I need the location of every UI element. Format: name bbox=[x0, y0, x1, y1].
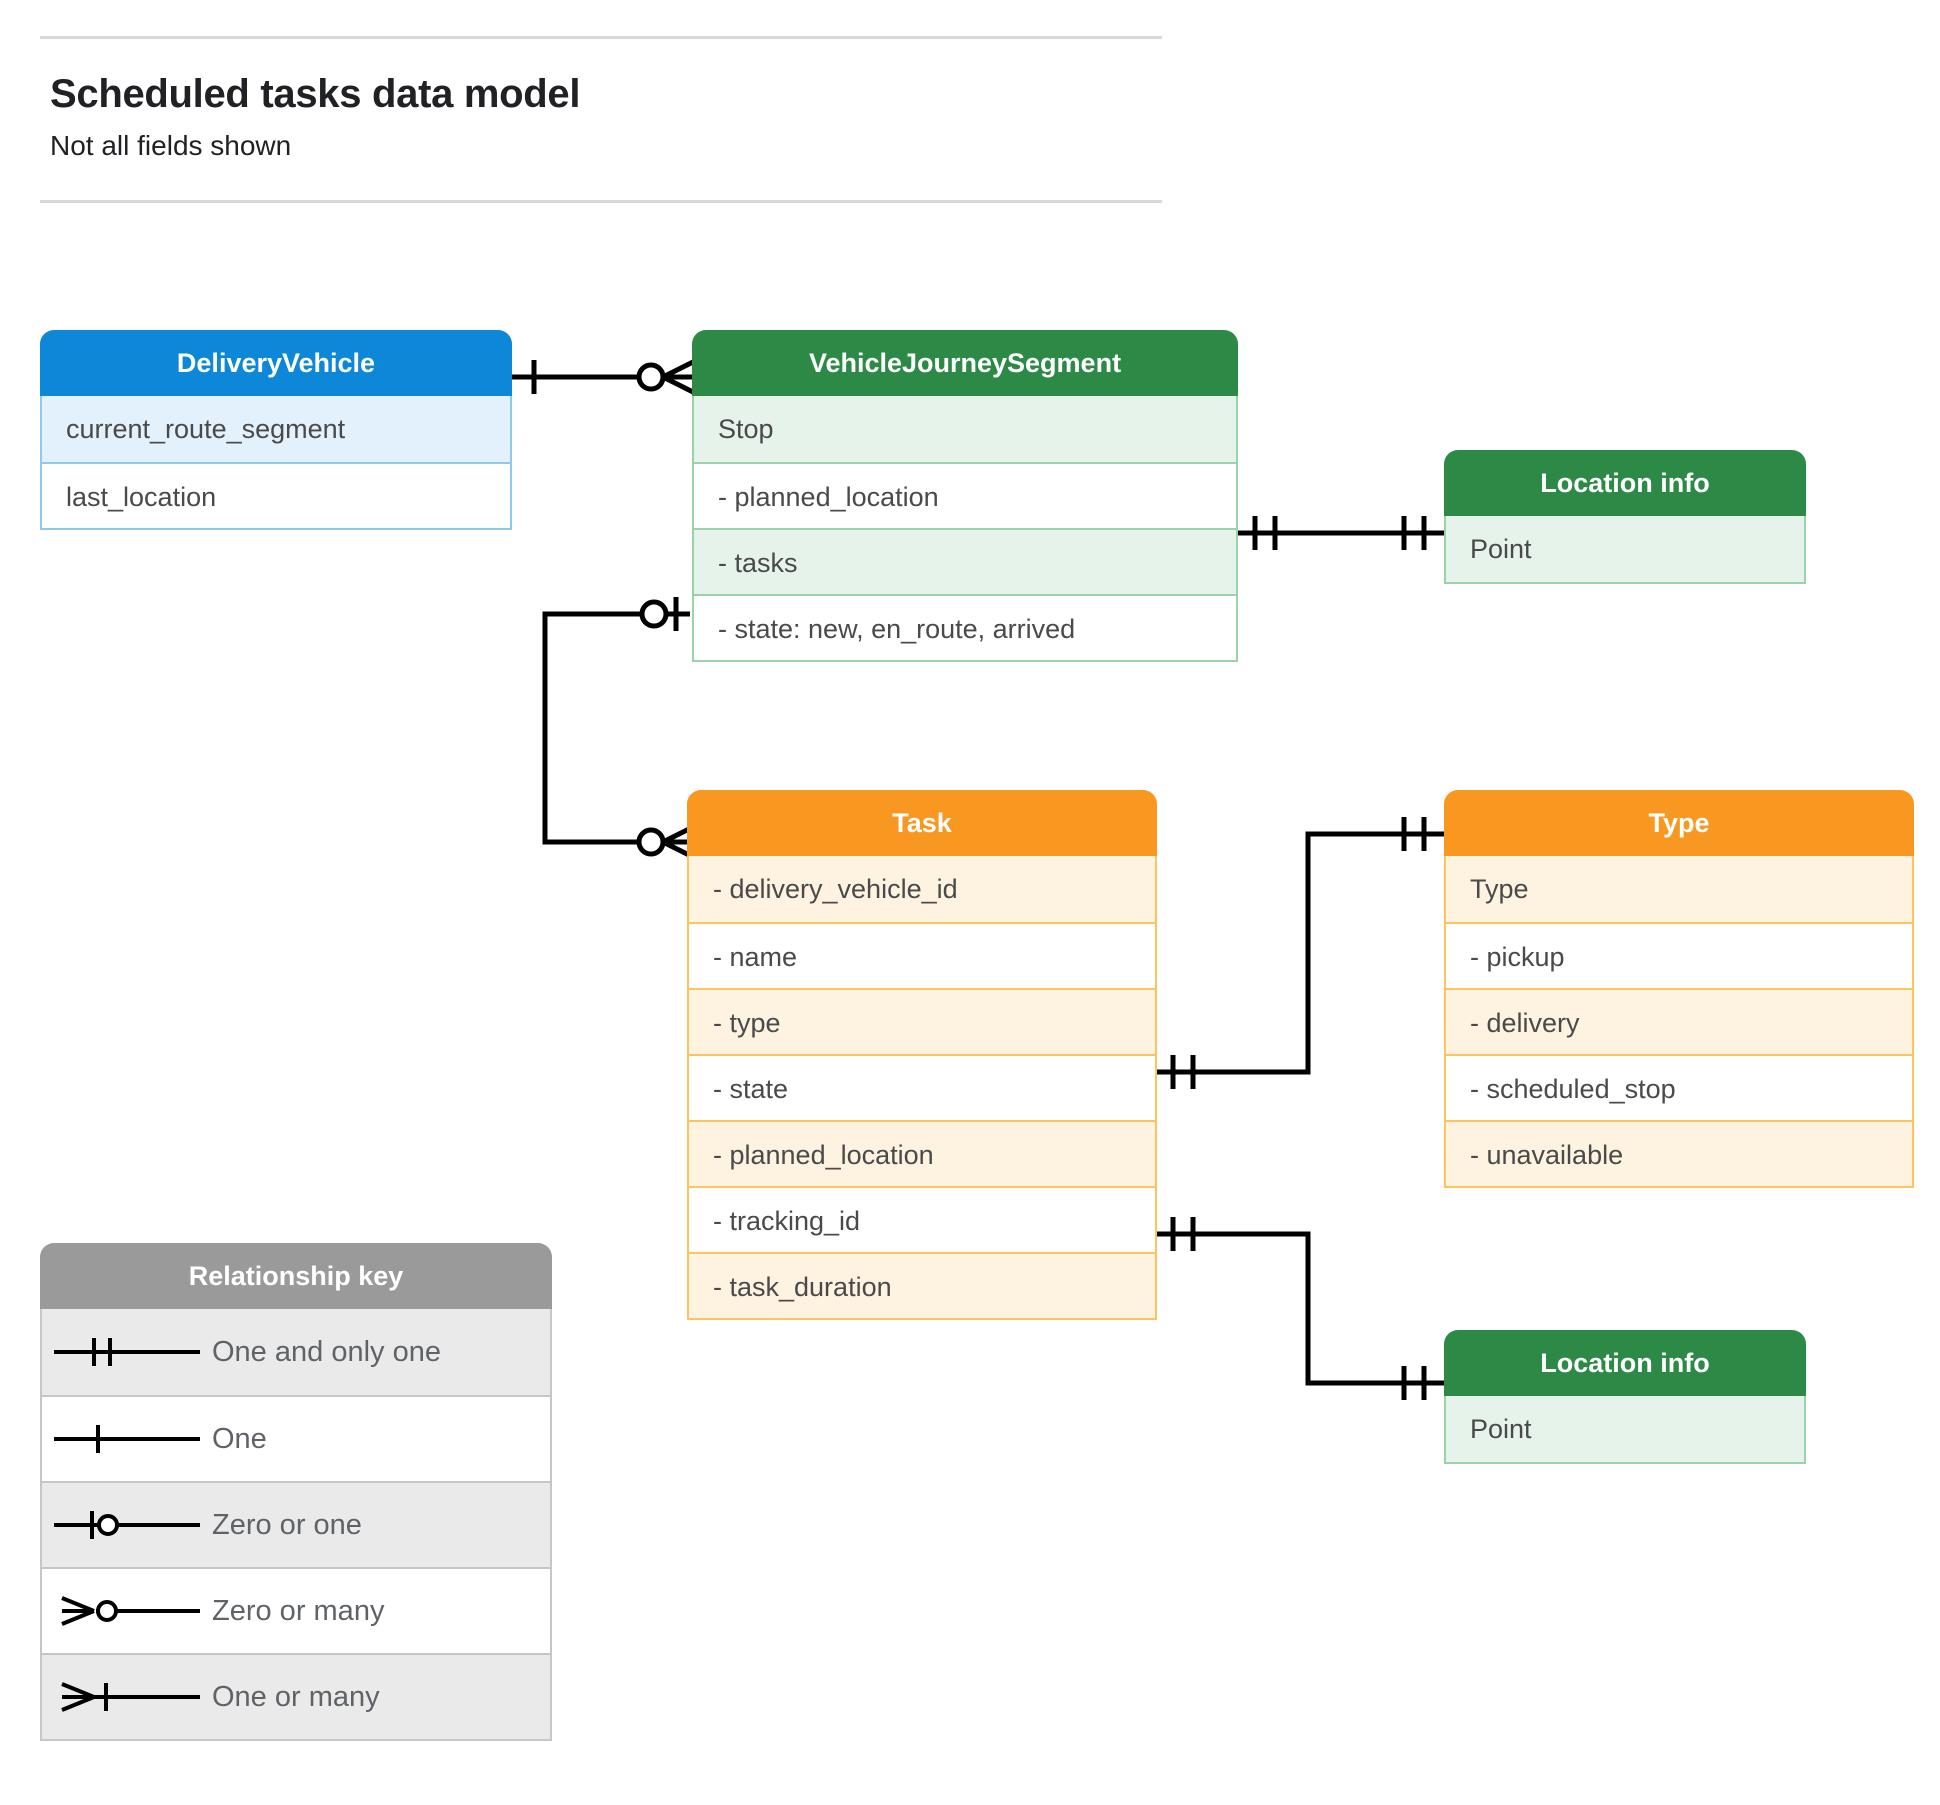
legend-item-one-or-many[interactable]: One or many bbox=[42, 1653, 550, 1739]
legend-item-one[interactable]: One bbox=[42, 1395, 550, 1481]
entity-task-title: Task bbox=[687, 790, 1157, 856]
entity-task[interactable]: Task - delivery_vehicle_id - name - type… bbox=[687, 790, 1157, 1320]
page-subtitle: Not all fields shown bbox=[50, 130, 292, 161]
entity-delivery-vehicle-title: DeliveryVehicle bbox=[40, 330, 512, 396]
legend-relationship-key[interactable]: Relationship key One and only one bbox=[40, 1243, 552, 1741]
legend-title: Relationship key bbox=[40, 1243, 552, 1309]
legend-item-zero-or-many[interactable]: Zero or many bbox=[42, 1567, 550, 1653]
field-row[interactable]: - task_duration bbox=[689, 1252, 1155, 1318]
entity-type-title: Type bbox=[1444, 790, 1914, 856]
legend-items: One and only one One bbox=[40, 1309, 552, 1741]
entity-vehicle-journey-segment-title: VehicleJourneySegment bbox=[692, 330, 1238, 396]
legend-item-label: One bbox=[212, 1422, 267, 1455]
legend-item-one-and-only-one[interactable]: One and only one bbox=[42, 1309, 550, 1395]
entity-delivery-vehicle[interactable]: DeliveryVehicle current_route_segment la… bbox=[40, 330, 512, 530]
entity-type[interactable]: Type Type - pickup - delivery - schedule… bbox=[1444, 790, 1914, 1188]
legend-item-label: One or many bbox=[212, 1680, 380, 1713]
legend-item-label: Zero or many bbox=[212, 1594, 385, 1627]
zero-or-many-icon bbox=[42, 1591, 212, 1631]
field-row[interactable]: - tasks bbox=[694, 528, 1236, 594]
legend-item-zero-or-one[interactable]: Zero or one bbox=[42, 1481, 550, 1567]
entity-location-info-top-fields: Point bbox=[1444, 516, 1806, 584]
field-row[interactable]: - scheduled_stop bbox=[1446, 1054, 1912, 1120]
entity-location-info-bottom-fields: Point bbox=[1444, 1396, 1806, 1464]
field-row[interactable]: - planned_location bbox=[689, 1120, 1155, 1186]
header-rule-bottom bbox=[40, 200, 1162, 203]
field-row[interactable]: - state bbox=[689, 1054, 1155, 1120]
entity-task-fields: - delivery_vehicle_id - name - type - st… bbox=[687, 856, 1157, 1320]
entity-location-info-bottom[interactable]: Location info Point bbox=[1444, 1330, 1806, 1464]
zero-or-one-icon bbox=[42, 1505, 212, 1545]
entity-vehicle-journey-segment[interactable]: VehicleJourneySegment Stop - planned_loc… bbox=[692, 330, 1238, 662]
field-row[interactable]: - delivery_vehicle_id bbox=[689, 856, 1155, 922]
field-row[interactable]: - pickup bbox=[1446, 922, 1912, 988]
field-row[interactable]: Point bbox=[1446, 1396, 1804, 1462]
entity-location-info-top-title: Location info bbox=[1444, 450, 1806, 516]
field-row[interactable]: - unavailable bbox=[1446, 1120, 1912, 1186]
one-and-only-one-icon bbox=[42, 1332, 212, 1372]
field-row[interactable]: - delivery bbox=[1446, 988, 1912, 1054]
entity-vehicle-journey-segment-fields: Stop - planned_location - tasks - state:… bbox=[692, 396, 1238, 662]
field-row[interactable]: Stop bbox=[694, 396, 1236, 462]
legend-item-label: One and only one bbox=[212, 1335, 441, 1368]
entity-delivery-vehicle-fields: current_route_segment last_location bbox=[40, 396, 512, 530]
field-row[interactable]: - state: new, en_route, arrived bbox=[694, 594, 1236, 660]
one-or-many-icon bbox=[42, 1677, 212, 1717]
entity-location-info-top[interactable]: Location info Point bbox=[1444, 450, 1806, 584]
field-row[interactable]: - planned_location bbox=[694, 462, 1236, 528]
one-icon bbox=[42, 1419, 212, 1459]
entity-type-fields: Type - pickup - delivery - scheduled_sto… bbox=[1444, 856, 1914, 1188]
header-rule-top bbox=[40, 36, 1162, 39]
field-row[interactable]: - tracking_id bbox=[689, 1186, 1155, 1252]
field-row[interactable]: last_location bbox=[42, 462, 510, 528]
field-row[interactable]: current_route_segment bbox=[42, 396, 510, 462]
field-row[interactable]: - name bbox=[689, 922, 1155, 988]
legend-item-label: Zero or one bbox=[212, 1508, 362, 1541]
entity-location-info-bottom-title: Location info bbox=[1444, 1330, 1806, 1396]
field-row[interactable]: Type bbox=[1446, 856, 1912, 922]
page-title: Scheduled tasks data model bbox=[50, 72, 581, 116]
field-row[interactable]: Point bbox=[1446, 516, 1804, 582]
field-row[interactable]: - type bbox=[689, 988, 1155, 1054]
